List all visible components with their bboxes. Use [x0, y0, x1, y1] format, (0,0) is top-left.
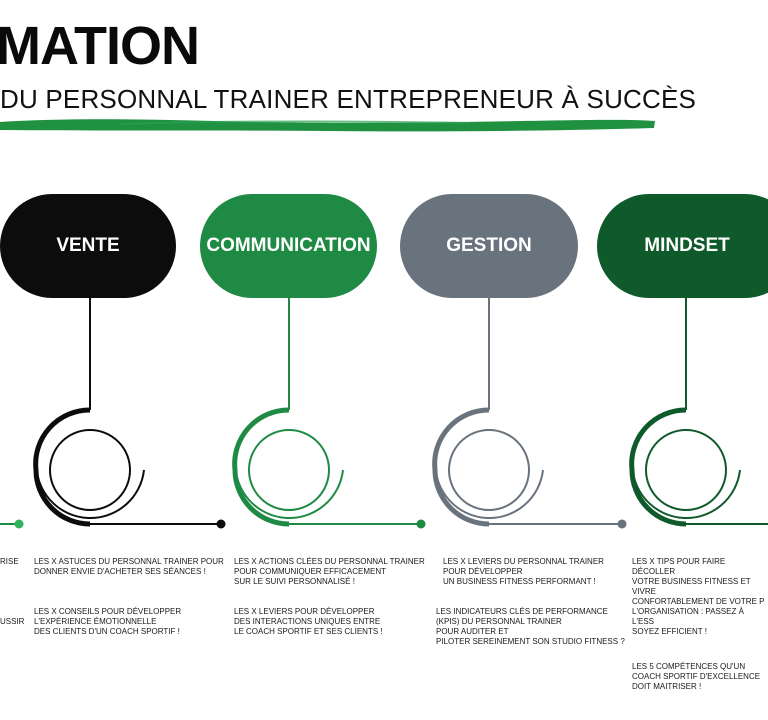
vente-item-2: LES X CONSEILS POUR DÉVELOPPER L'EXPÉRIE…	[34, 607, 182, 636]
pill-communication	[200, 194, 377, 298]
left-partial-item-2: USSIR	[0, 617, 25, 626]
mindset-item-1: LES X TIPS POUR FAIRE DÉCOLLER VOTRE BUS…	[632, 557, 765, 606]
pill-label-mindset: MINDSET	[644, 235, 730, 256]
node-dot-left-partial	[14, 519, 24, 529]
communication-item-1: LES X ACTIONS CLÉES DU PERSONNAL TRAINER…	[234, 557, 425, 586]
column-vente	[0, 194, 226, 529]
pill-label-vente: VENTE	[56, 235, 120, 256]
pill-label-gestion: GESTION	[446, 235, 532, 256]
node-dot-vente	[216, 519, 226, 529]
node-dot-gestion	[617, 519, 627, 529]
pill-vente	[0, 194, 176, 298]
pill-label-communication: COMMUNICATION	[206, 235, 371, 256]
vente-item-1: LES X ASTUCES DU PERSONNAL TRAINER POUR …	[34, 557, 224, 576]
column-gestion	[400, 194, 627, 529]
gestion-item-1: LES X LEVIERS DU PERSONNAL TRAINER POUR …	[443, 557, 604, 586]
column-mindset	[597, 194, 768, 527]
mindset-item-2: L'ORGANISATION : PASSEZ À L'ESS SOYEZ EF…	[632, 607, 744, 636]
pill-mindset	[597, 194, 768, 298]
page-title: MATION	[0, 16, 200, 76]
node-dot-communication	[416, 519, 426, 529]
left-partial-item-1: RISE	[0, 557, 19, 566]
gestion-item-2: LES INDICATEURS CLÉS DE PERFORMANCE (KPI…	[436, 607, 625, 646]
mindset-item-3: LES 5 COMPÉTENCES QU'UN COACH SPORTIF D'…	[632, 662, 761, 691]
communication-item-2: LES X LEVIERS POUR DÉVELOPPER DES INTERA…	[234, 607, 383, 636]
column-communication	[200, 194, 426, 529]
pill-gestion	[400, 194, 578, 298]
page-subtitle: DU PERSONNAL TRAINER ENTREPRENEUR À SUCC…	[0, 84, 697, 114]
